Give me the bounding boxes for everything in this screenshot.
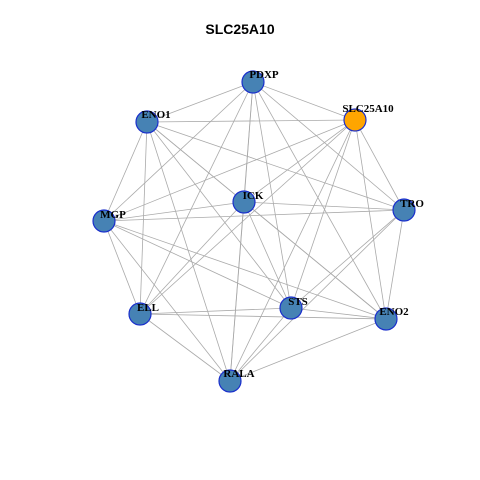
edge-layer	[103, 81, 405, 382]
edge-pdxp-slc25a10	[252, 81, 356, 121]
node-label-mgp: MGP	[100, 209, 126, 221]
chart-title: SLC25A10	[205, 21, 275, 37]
edge-mgp-ell	[103, 220, 141, 315]
node-label-ick: ICK	[243, 190, 264, 202]
edge-ick-ell	[139, 201, 245, 315]
node-label-slc25a10: SLC25A10	[342, 103, 394, 115]
edge-slc25a10-ick	[243, 119, 356, 203]
edge-eno1-tro	[146, 121, 405, 211]
edge-tro-rala	[229, 209, 405, 382]
edge-pdxp-tro	[252, 81, 405, 211]
edge-ick-sts	[243, 201, 292, 309]
edge-pdxp-eno1	[146, 81, 254, 123]
node-label-ell: ELL	[137, 302, 159, 314]
edge-ick-tro	[243, 201, 405, 211]
node-label-tro: TRO	[400, 198, 424, 210]
edge-mgp-eno2	[103, 220, 387, 320]
edge-eno2-rala	[229, 318, 387, 382]
edge-eno1-mgp	[103, 121, 148, 222]
edge-slc25a10-eno2	[354, 119, 387, 320]
node-eno1	[135, 110, 159, 134]
edge-slc25a10-ell	[139, 119, 356, 315]
node-tro	[392, 198, 416, 222]
node-sts	[279, 296, 303, 320]
edge-sts-eno2	[290, 307, 387, 320]
edge-ick-mgp	[103, 201, 245, 222]
edge-ell-rala	[139, 313, 231, 382]
edge-ell-sts	[139, 307, 292, 315]
edge-slc25a10-mgp	[103, 119, 356, 222]
edge-sts-rala	[229, 307, 292, 382]
node-label-rala: RALA	[223, 368, 254, 380]
edge-pdxp-ell	[139, 81, 254, 315]
edge-ell-eno2	[139, 313, 387, 320]
node-ell	[128, 302, 152, 326]
edge-eno1-rala	[146, 121, 231, 382]
node-slc25a10	[343, 108, 367, 132]
node-mgp	[92, 209, 116, 233]
edge-slc25a10-tro	[354, 119, 405, 211]
node-rala	[218, 369, 242, 393]
node-ick	[232, 190, 256, 214]
edge-tro-sts	[290, 209, 405, 309]
node-label-eno1: ENO1	[141, 109, 170, 121]
node-layer	[92, 70, 416, 393]
edge-slc25a10-sts	[290, 119, 356, 309]
edge-ick-rala	[229, 201, 245, 382]
edge-ick-eno2	[243, 201, 387, 320]
edge-tro-eno2	[385, 209, 405, 320]
edge-slc25a10-eno1	[146, 119, 356, 123]
edge-eno1-sts	[146, 121, 292, 309]
edge-eno1-ell	[139, 121, 148, 315]
edge-slc25a10-rala	[229, 119, 356, 382]
edge-tro-mgp	[103, 209, 405, 222]
edge-mgp-sts	[103, 220, 292, 309]
edge-mgp-rala	[103, 220, 231, 382]
node-label-sts: STS	[288, 296, 308, 308]
node-eno2	[374, 307, 398, 331]
node-label-pdxp: PDXP	[249, 69, 279, 81]
edge-pdxp-eno2	[252, 81, 387, 320]
edge-pdxp-mgp	[103, 81, 254, 222]
node-label-eno2: ENO2	[379, 306, 409, 318]
node-pdxp	[241, 70, 265, 94]
